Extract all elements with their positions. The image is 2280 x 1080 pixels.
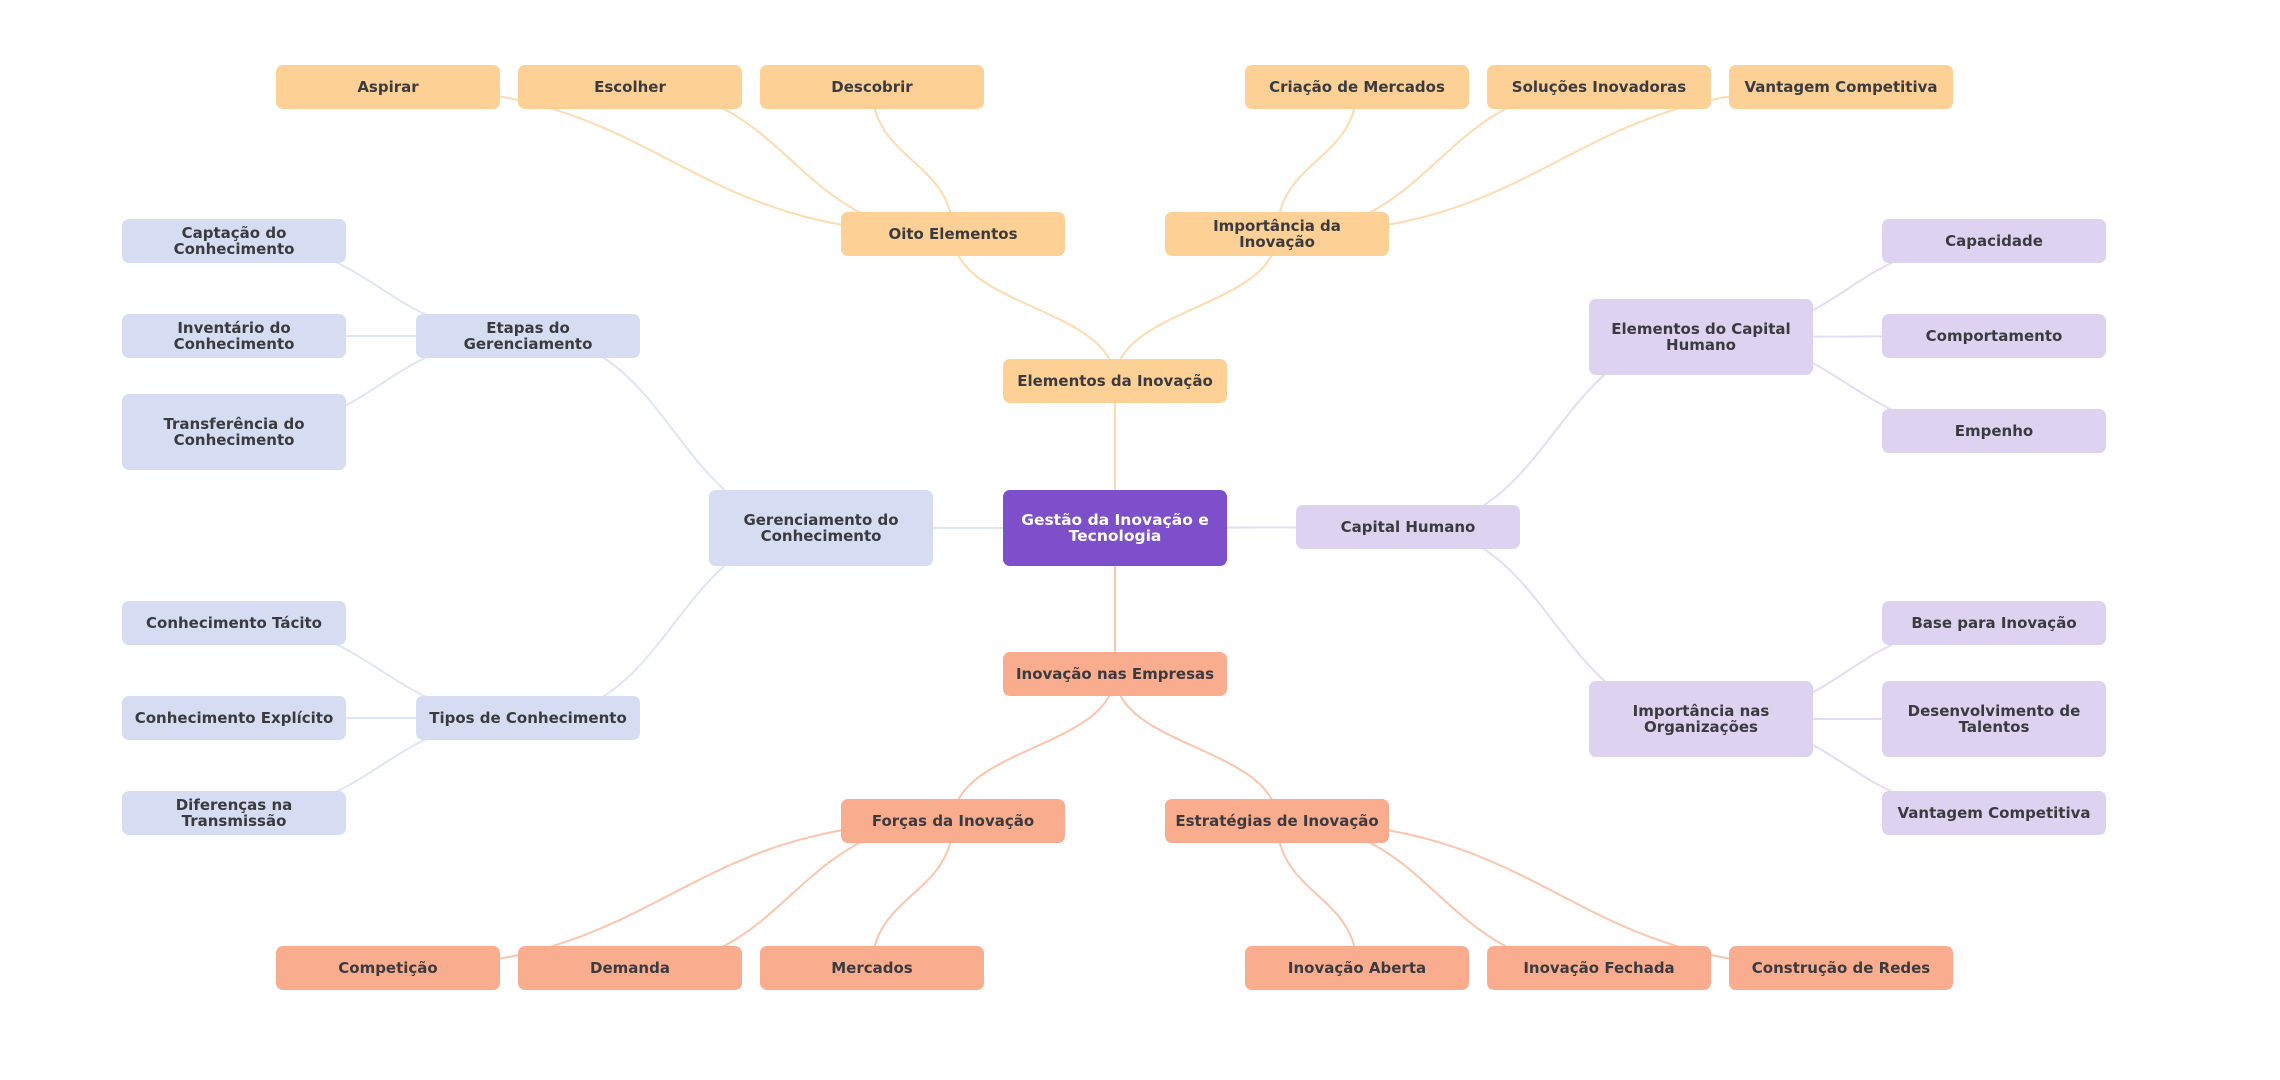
node-inovacao-fechada[interactable]: Inovação Fechada	[1487, 946, 1711, 990]
node-label: Soluções Inovadoras	[1511, 78, 1687, 96]
node-label: Gestão da Inovação e Tecnologia	[1021, 511, 1209, 545]
node-solucoes-inovadoras[interactable]: Soluções Inovadoras	[1487, 65, 1711, 109]
node-label: Elementos da Inovação	[1017, 372, 1213, 390]
node-criacao-mercados[interactable]: Criação de Mercados	[1245, 65, 1469, 109]
node-label: Competição	[338, 959, 438, 977]
node-label: Mercados	[831, 959, 913, 977]
node-importancia-inovacao[interactable]: Importância da Inovação	[1165, 212, 1389, 256]
node-transferencia-conhecimento[interactable]: Transferência do Conhecimento	[122, 394, 346, 470]
node-forcas-inovacao[interactable]: Forças da Inovação	[841, 799, 1065, 843]
root-node[interactable]: Gestão da Inovação e Tecnologia	[1003, 490, 1227, 566]
node-elementos-inovacao[interactable]: Elementos da Inovação	[1003, 359, 1227, 403]
node-label: Gerenciamento do Conhecimento	[743, 511, 899, 545]
node-demanda[interactable]: Demanda	[518, 946, 742, 990]
node-empenho[interactable]: Empenho	[1882, 409, 2106, 453]
node-estrategias-inovacao[interactable]: Estratégias de Inovação	[1165, 799, 1389, 843]
node-captacao-conhecimento[interactable]: Captação do Conhecimento	[122, 219, 346, 263]
node-label: Escolher	[594, 78, 666, 96]
node-label: Oito Elementos	[888, 225, 1018, 243]
node-base-inovacao[interactable]: Base para Inovação	[1882, 601, 2106, 645]
node-vantagem-competitiva-2[interactable]: Vantagem Competitiva	[1882, 791, 2106, 835]
node-importancia-organizacoes[interactable]: Importância nas Organizações	[1589, 681, 1813, 757]
node-oito-elementos[interactable]: Oito Elementos	[841, 212, 1065, 256]
node-label: Elementos do Capital Humano	[1611, 320, 1791, 354]
node-inovacao-empresas[interactable]: Inovação nas Empresas	[1003, 652, 1227, 696]
node-capacidade[interactable]: Capacidade	[1882, 219, 2106, 263]
node-tipos-conhecimento[interactable]: Tipos de Conhecimento	[416, 696, 640, 740]
node-label: Empenho	[1954, 422, 2034, 440]
node-label: Vantagem Competitiva	[1744, 78, 1938, 96]
node-label: Descobrir	[831, 78, 913, 96]
node-label: Inventário do Conhecimento	[173, 319, 295, 353]
node-label: Base para Inovação	[1911, 614, 2077, 632]
node-label: Etapas do Gerenciamento	[463, 319, 593, 353]
node-comportamento[interactable]: Comportamento	[1882, 314, 2106, 358]
node-label: Comportamento	[1925, 327, 2063, 345]
node-label: Forças da Inovação	[871, 812, 1035, 830]
node-label: Transferência do Conhecimento	[163, 415, 305, 449]
node-aspirar[interactable]: Aspirar	[276, 65, 500, 109]
node-label: Construção de Redes	[1751, 959, 1931, 977]
node-label: Capacidade	[1945, 232, 2043, 250]
node-etapas-gerenciamento[interactable]: Etapas do Gerenciamento	[416, 314, 640, 358]
node-capital-humano[interactable]: Capital Humano	[1296, 505, 1520, 549]
node-descobrir[interactable]: Descobrir	[760, 65, 984, 109]
node-label: Criação de Mercados	[1269, 78, 1445, 96]
node-construcao-redes[interactable]: Construção de Redes	[1729, 946, 1953, 990]
node-label: Demanda	[590, 959, 670, 977]
node-label: Inovação Fechada	[1523, 959, 1675, 977]
node-diferencas-transmissao[interactable]: Diferenças na Transmissão	[122, 791, 346, 835]
node-label: Importância da Inovação	[1213, 217, 1341, 251]
node-elementos-capital-humano[interactable]: Elementos do Capital Humano	[1589, 299, 1813, 375]
node-label: Captação do Conhecimento	[173, 224, 295, 258]
node-label: Aspirar	[357, 78, 419, 96]
node-label: Conhecimento Tácito	[146, 614, 322, 632]
node-label: Inovação nas Empresas	[1015, 665, 1215, 683]
node-label: Importância nas Organizações	[1632, 702, 1770, 736]
node-desenvolvimento-talentos[interactable]: Desenvolvimento de Talentos	[1882, 681, 2106, 757]
node-label: Vantagem Competitiva	[1897, 804, 2091, 822]
node-label: Estratégias de Inovação	[1175, 812, 1379, 830]
node-label: Desenvolvimento de Talentos	[1907, 702, 2081, 736]
node-competicao[interactable]: Competição	[276, 946, 500, 990]
node-label: Capital Humano	[1340, 518, 1476, 536]
node-label: Inovação Aberta	[1287, 959, 1427, 977]
node-inventario-conhecimento[interactable]: Inventário do Conhecimento	[122, 314, 346, 358]
node-escolher[interactable]: Escolher	[518, 65, 742, 109]
node-inovacao-aberta[interactable]: Inovação Aberta	[1245, 946, 1469, 990]
node-label: Conhecimento Explícito	[134, 709, 334, 727]
node-conhecimento-explicito[interactable]: Conhecimento Explícito	[122, 696, 346, 740]
node-vantagem-competitiva-1[interactable]: Vantagem Competitiva	[1729, 65, 1953, 109]
node-gerenciamento-conhecimento[interactable]: Gerenciamento do Conhecimento	[709, 490, 933, 566]
node-conhecimento-tacito[interactable]: Conhecimento Tácito	[122, 601, 346, 645]
node-mercados[interactable]: Mercados	[760, 946, 984, 990]
node-label: Diferenças na Transmissão	[175, 796, 293, 830]
node-label: Tipos de Conhecimento	[429, 709, 627, 727]
